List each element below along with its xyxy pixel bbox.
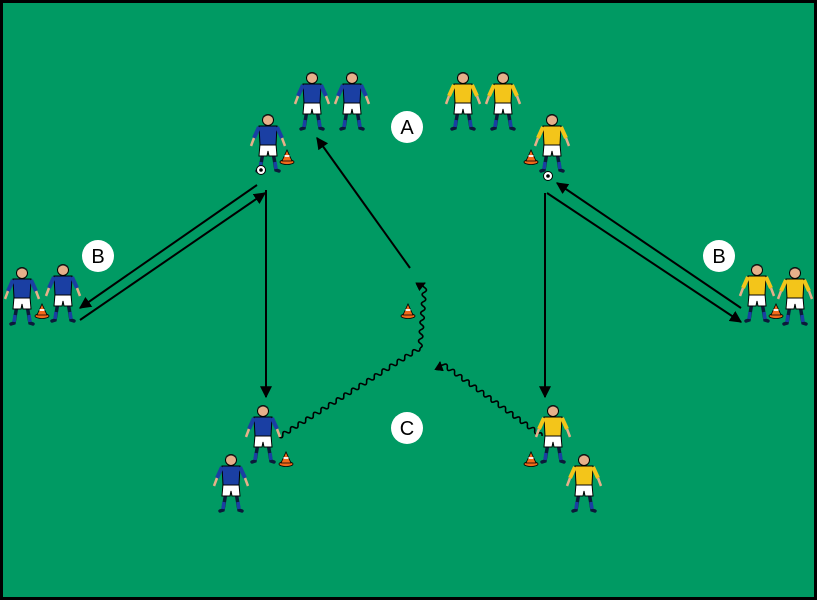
- pass-arrow: [79, 192, 266, 321]
- station-label-text: C: [400, 418, 414, 440]
- pass-arrow: [556, 182, 742, 309]
- station-label-text: B: [91, 246, 104, 268]
- pass-arrow: [79, 184, 258, 309]
- players: [3, 72, 814, 513]
- pass-arrows: [79, 137, 742, 399]
- yellow-passer-top: [533, 114, 571, 173]
- label-circle: [703, 240, 735, 272]
- station-b-right: B: [703, 240, 735, 272]
- yellow-waiting: [565, 454, 603, 513]
- cones: [34, 149, 784, 467]
- dribble-path: [278, 347, 421, 439]
- cone-icon: [523, 149, 539, 165]
- label-circle: [82, 240, 114, 272]
- player-icon: [776, 267, 814, 326]
- player-icon: [3, 267, 41, 326]
- balls: [256, 165, 553, 181]
- player-icon: [533, 114, 571, 173]
- yellow-wall-right-2: [776, 267, 814, 326]
- player-icon: [484, 72, 522, 131]
- cone-icon: [523, 451, 539, 467]
- player-icon: [244, 405, 282, 464]
- blue-queue-2: [333, 72, 371, 131]
- player-icon: [444, 72, 482, 131]
- pass-arrow: [316, 137, 411, 269]
- blue-passer-top: [249, 114, 287, 173]
- player-icon: [249, 114, 287, 173]
- cone-icon: [278, 451, 294, 467]
- station-b-left: B: [82, 240, 114, 272]
- player-icon: [293, 72, 331, 131]
- player-icon: [534, 405, 572, 464]
- yellow-wall-right-1: [738, 264, 776, 323]
- blue-wall-left-2: [44, 264, 82, 323]
- blue-waiting: [212, 454, 250, 513]
- pass-arrow: [546, 192, 742, 323]
- dribble-paths: [278, 282, 543, 439]
- dribble-path: [415, 282, 428, 349]
- station-label-text: B: [712, 246, 725, 268]
- soccer-ball-icon: [543, 171, 553, 181]
- label-circle: [391, 111, 423, 143]
- player-icon: [333, 72, 371, 131]
- player-icon: [738, 264, 776, 323]
- player-icon: [44, 264, 82, 323]
- station-label-text: A: [400, 117, 414, 139]
- dribble-path: [434, 361, 543, 437]
- cone-icon: [400, 303, 416, 319]
- yellow-queue-2: [484, 72, 522, 131]
- yellow-queue-1: [444, 72, 482, 131]
- label-circle: [391, 412, 423, 444]
- station-c: C: [391, 412, 423, 444]
- station-a: A: [391, 111, 423, 143]
- blue-dribbler: [244, 405, 282, 464]
- blue-queue-1: [293, 72, 331, 131]
- player-icon: [212, 454, 250, 513]
- blue-wall-left-1: [3, 267, 41, 326]
- soccer-ball-icon: [256, 165, 266, 175]
- cone-icon: [768, 303, 784, 319]
- player-icon: [565, 454, 603, 513]
- cone-icon: [34, 303, 50, 319]
- station-labels: A B B C: [82, 111, 735, 444]
- cone-icon: [279, 149, 295, 165]
- yellow-dribbler: [534, 405, 572, 464]
